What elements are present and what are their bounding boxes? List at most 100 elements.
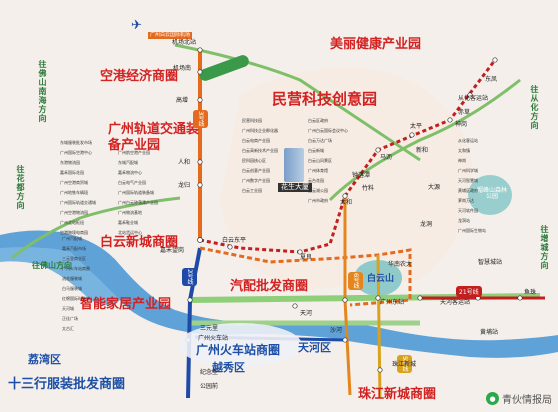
huoche-area (178, 323, 302, 367)
station-label: 嘉禾望岗 (160, 247, 185, 254)
station-label: 从化客运站 (458, 95, 489, 102)
station-label: 马沥 (380, 154, 393, 161)
poi-label: 从化客运站 (458, 138, 478, 143)
station-label: 新和 (416, 147, 429, 154)
poi-label: 白云新城 (308, 148, 324, 153)
station-label: 龙洞 (420, 221, 433, 228)
zone-zhujiang: 珠江新城商圈 (358, 387, 437, 402)
poi-label: 广州国际空港中心 (60, 150, 92, 155)
zone-konggang: 空港经济商圈 (100, 69, 179, 84)
direction-conghua: 往从化方向 (530, 85, 539, 130)
station-label: 纪念堂 (200, 369, 219, 376)
station-label: 公园前 (200, 383, 219, 390)
station-label: 东凤 (485, 76, 498, 83)
poi-label: 白云创意产业园 (242, 168, 270, 173)
wechat-icon: ● (486, 392, 499, 405)
station-label: 白云东平 (222, 237, 247, 244)
station-label: 天河客运站 (440, 299, 471, 306)
station-label: 竹料 (362, 185, 375, 192)
urban-shading (220, 67, 472, 291)
poi-label: 太古汇 (62, 326, 74, 331)
station-label: 夏良 (300, 254, 313, 261)
airport-label: 广州白云国际机场 (148, 32, 193, 39)
poi-cluster-right: 从化客运站 太和镇 神岗 广州科学城 天河智慧城 黄埔区政府 萝岗万达 天河软件… (458, 138, 486, 234)
poi-label: 太和镇 (458, 148, 470, 153)
zone-maofeng: 帽峰山森林公园 (476, 187, 507, 200)
poi-label: 白云区政府 (308, 118, 328, 123)
metro-line-14 (199, 59, 497, 254)
zone-minying: 民营科技创意园 (272, 90, 378, 108)
poi-label: 神岗 (458, 158, 466, 163)
poi-label: 广州白云钟落潭产业园 (118, 200, 158, 205)
poi-cluster-center-lower: 白云区政府 广州白云国际会议中心 白云万达广场 白云新城 白云山风景区 广州体育… (308, 118, 348, 204)
station-label: 太平 (410, 123, 423, 130)
poi-cluster-lower: 广州汽配城 嘉禾汽配市场 三元里商业区 广州火车站商圈 流花服装城 白马服装城 … (62, 236, 90, 332)
line-5-badge: 5号线 (397, 355, 412, 373)
poi-label: 广州地铁车辆段 (60, 190, 88, 195)
poi-label: 流花服装城 (62, 276, 82, 281)
station-label: 智慧城站 (478, 259, 503, 266)
station-label: 华南农大 (388, 261, 413, 268)
airplane-icon: ✈ (131, 18, 142, 33)
station-label: 珠江新城 (392, 361, 417, 368)
zone-qipei: 汽配批发商圈 (230, 279, 309, 294)
huasheng-label: 花生大厦 (278, 183, 312, 192)
maofeng-park (468, 175, 512, 215)
direction-foshan: 往佛山方向 (32, 261, 72, 270)
station-label: 太和 (340, 199, 353, 206)
poi-label: 正佳广场 (62, 316, 78, 321)
poi-cluster-left-mid: 广州航空港产业园 东城汽配城 嘉禾物流中心 白云电气产业园 广州国际轨道装备城 … (118, 150, 158, 236)
poi-label: 广州白云国际会议中心 (308, 128, 348, 133)
poi-label: 嘉禾国际花园 (60, 170, 84, 175)
poi-label: 广州火车站商圈 (62, 266, 90, 271)
poi-label: 广州国际生物岛 (458, 228, 486, 233)
poi-label: 广州国际轨道装备城 (118, 190, 154, 195)
poi-label: 东城服装批发市场 (60, 140, 92, 145)
poi-label: 广州空港物流园 (60, 210, 88, 215)
poi-label: 广州科学城 (458, 168, 478, 173)
poi-cluster-center: 民营科技园 广州科技企业孵化器 白云电商产业园 白云高新技术产业园 民科园核心区… (242, 118, 278, 194)
poi-label: 广州科技企业孵化器 (242, 128, 278, 133)
line-2-badge: 2号线 (182, 268, 197, 286)
station-label: 神岗 (455, 121, 468, 128)
poi-label: 广州汽配城 (62, 236, 82, 241)
station-label: 广州东站 (380, 299, 405, 306)
station-label: 大源 (428, 184, 441, 191)
poi-label: 嘉禾汽配市场 (62, 246, 86, 251)
station-label: 三元里 (200, 325, 219, 332)
poi-label: 广州空港商贸城 (60, 180, 88, 185)
poi-label: 广州国际轨道交通城 (60, 200, 96, 205)
station-label: 龙归 (178, 182, 191, 189)
poi-label: 广州物流基地 (118, 210, 142, 215)
river-branch (0, 247, 120, 305)
poi-label: 广州市政府 (308, 198, 328, 203)
zone-zhineng: 智能家居产业园 (80, 297, 172, 312)
line-3-badge: 3号线 (193, 110, 208, 128)
station-label: 钟落潭 (352, 172, 371, 179)
poi-label: 萝岗万达 (458, 198, 474, 203)
poi-label: 嘉禾物流中心 (118, 170, 142, 175)
zone-huoche: 广州火车站商圈 (196, 343, 281, 357)
watermark-text: 青伙情报局 (502, 395, 552, 406)
poi-label: 白云山风景区 (308, 158, 332, 163)
poi-label: 天河城 (62, 306, 74, 311)
poi-label: 黄埔区政府 (458, 188, 478, 193)
poi-label: 北站货运中心 (118, 230, 142, 235)
poi-label: 天河智慧城 (458, 178, 478, 183)
station-label: 机场北站 (172, 39, 197, 46)
zone-guidao: 广州轨道交通装备产业园 (108, 122, 200, 154)
poi-label: 东港物流园 (60, 160, 80, 165)
poi-label: 天河软件园 (458, 208, 478, 213)
poi-label: 广州数字产业园 (242, 178, 270, 183)
line-21-badge: 21号线 (456, 286, 482, 297)
expressway-east (328, 78, 521, 202)
station-label: 天河 (300, 310, 313, 317)
poi-label: 东城汽配城 (118, 160, 138, 165)
poi-label: 白云万达广场 (308, 138, 332, 143)
direction-huadu: 往花都方向 (16, 165, 25, 210)
poi-label: 广州北站枢纽 (60, 220, 84, 225)
poi-label: 白云工业园 (242, 188, 262, 193)
poi-label: 白云电商产业园 (242, 138, 270, 143)
poi-label: 龙洞站 (458, 218, 470, 223)
